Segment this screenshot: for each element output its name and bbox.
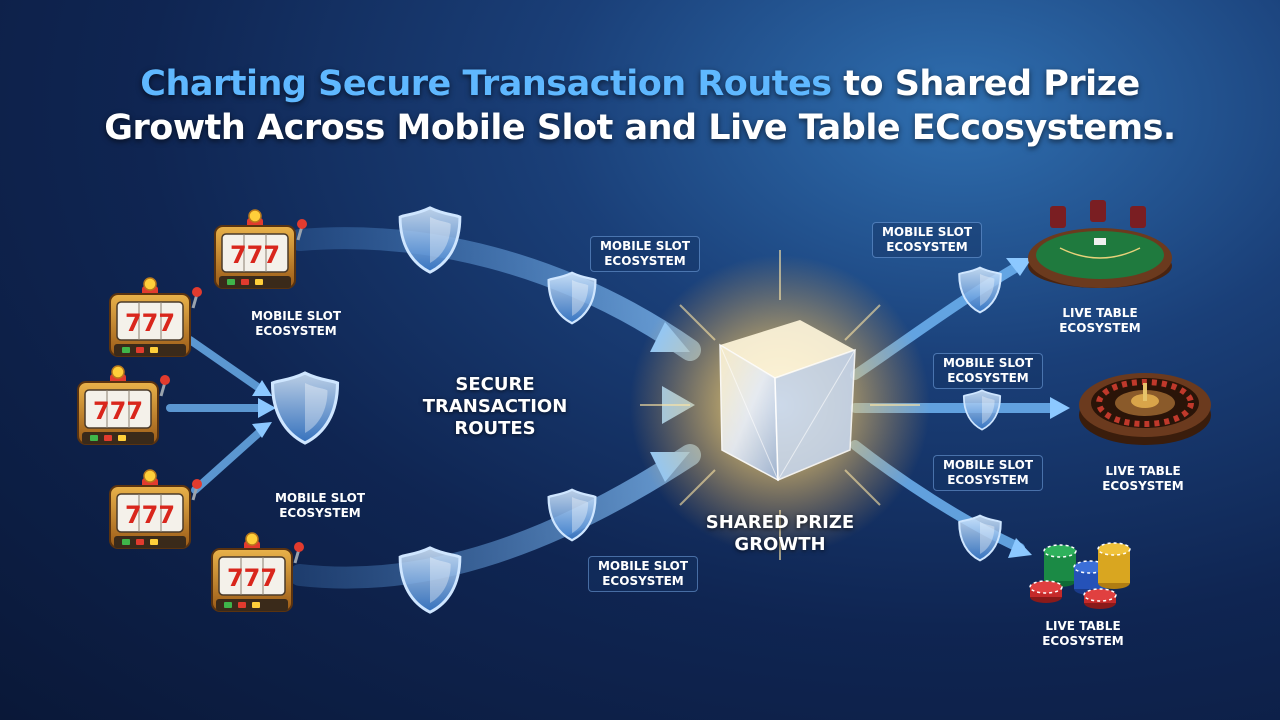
out-arrow-head-middle xyxy=(1050,397,1070,419)
shield-icon xyxy=(270,371,340,445)
route-label-line1: SECURE xyxy=(455,374,535,395)
mobile-slot-label-right-middle: MOBILE SLOT ECOSYSTEM xyxy=(933,353,1043,389)
poker-chips-icon xyxy=(1029,542,1131,609)
slot-reels: 777 xyxy=(230,241,280,269)
mobile-slot-label-left-lower: MOBILE SLOT ECOSYSTEM xyxy=(260,491,380,521)
label-line1: LIVE TABLE xyxy=(1105,464,1181,478)
label-line2: ECOSYSTEM xyxy=(279,506,361,520)
shield-icon xyxy=(958,514,1002,562)
shield-icon xyxy=(958,266,1002,314)
label-line1: MOBILE SLOT xyxy=(250,309,342,323)
slot-machine-icon: 777 xyxy=(76,364,172,446)
out-arrow-head-bottom xyxy=(1008,538,1032,558)
center-label-line2: GROWTH xyxy=(734,534,826,555)
feed-arrow-3 xyxy=(191,426,266,494)
slot-reels: 777 xyxy=(125,309,175,337)
label-line1: MOBILE SLOT xyxy=(942,356,1034,370)
slot-machines: 777 777 777 777 777 xyxy=(76,208,309,613)
label-line2: ECOSYSTEM xyxy=(604,254,686,268)
slot-reels: 777 xyxy=(227,564,277,592)
route-label-line3: ROUTES xyxy=(454,418,536,439)
diagram-title: Charting Secure Transaction Routes to Sh… xyxy=(0,62,1280,150)
label-line2: ECOSYSTEM xyxy=(255,324,337,338)
route-arrow-bottom xyxy=(289,444,701,589)
secure-transaction-routes-label: SECURE TRANSACTION ROUTES xyxy=(410,374,580,440)
label-line2: ECOSYSTEM xyxy=(1102,479,1184,493)
mobile-slot-label-right-upper: MOBILE SLOT ECOSYSTEM xyxy=(872,222,982,258)
label-line2: ECOSYSTEM xyxy=(1042,634,1124,648)
label-line2: ECOSYSTEM xyxy=(886,240,968,254)
shield-icon xyxy=(398,546,462,614)
label-line1: MOBILE SLOT xyxy=(881,225,973,239)
label-line1: MOBILE SLOT xyxy=(597,559,689,573)
feed-arrow-head-3 xyxy=(252,422,272,438)
slot-machine-icon: 777 xyxy=(108,468,204,550)
blackjack-table-icon xyxy=(1028,200,1172,288)
live-table-label-roulette: LIVE TABLE ECOSYSTEM xyxy=(1088,464,1198,494)
live-table-label-blackjack: LIVE TABLE ECOSYSTEM xyxy=(1045,306,1155,336)
route-arrow-top xyxy=(289,227,701,361)
label-line2: ECOSYSTEM xyxy=(947,371,1029,385)
title-line2: Growth Across Mobile Slot and Live Table… xyxy=(104,108,1176,148)
feed-arrow-head-2 xyxy=(258,398,276,418)
label-line2: ECOSYSTEM xyxy=(602,574,684,588)
slot-machine-icon: 777 xyxy=(210,531,306,613)
slot-machine-icon: 777 xyxy=(108,276,204,358)
label-line1: LIVE TABLE xyxy=(1045,619,1121,633)
out-arrow-head-top xyxy=(1006,258,1032,276)
mobile-slot-label-top-route: MOBILE SLOT ECOSYSTEM xyxy=(590,236,700,272)
slot-reels: 777 xyxy=(93,397,143,425)
shield-icon xyxy=(398,206,462,274)
slot-machine-icon: 777 xyxy=(213,208,309,290)
mobile-slot-label-bottom-route: MOBILE SLOT ECOSYSTEM xyxy=(588,556,698,592)
label-line2: ECOSYSTEM xyxy=(1059,321,1141,335)
shield-icon xyxy=(547,271,597,325)
feed-arrow-1 xyxy=(186,336,266,394)
roulette-wheel-icon xyxy=(1079,373,1211,445)
label-line2: ECOSYSTEM xyxy=(947,473,1029,487)
route-label-line2: TRANSACTION xyxy=(422,396,568,417)
live-table-label-chips: LIVE TABLE ECOSYSTEM xyxy=(1028,619,1138,649)
slot-reels: 777 xyxy=(125,501,175,529)
central-prize-crystal xyxy=(630,250,930,560)
title-line1-rest: to Shared Prize xyxy=(831,64,1140,104)
center-label-line1: SHARED PRIZE xyxy=(705,512,855,533)
light-rays xyxy=(640,250,920,560)
mobile-slot-label-left-upper: MOBILE SLOT ECOSYSTEM xyxy=(236,309,356,339)
shared-prize-growth-label: SHARED PRIZE GROWTH xyxy=(685,512,875,556)
crystal-cube-icon xyxy=(719,320,856,482)
mobile-slot-label-right-lower: MOBILE SLOT ECOSYSTEM xyxy=(933,455,1043,491)
shield-icon xyxy=(962,389,1002,431)
label-line1: MOBILE SLOT xyxy=(942,458,1034,472)
feed-arrow-head-1 xyxy=(252,380,272,396)
label-line1: MOBILE SLOT xyxy=(599,239,691,253)
label-line1: LIVE TABLE xyxy=(1062,306,1138,320)
label-line1: MOBILE SLOT xyxy=(274,491,366,505)
title-highlight: Charting Secure Transaction Routes xyxy=(140,64,832,104)
